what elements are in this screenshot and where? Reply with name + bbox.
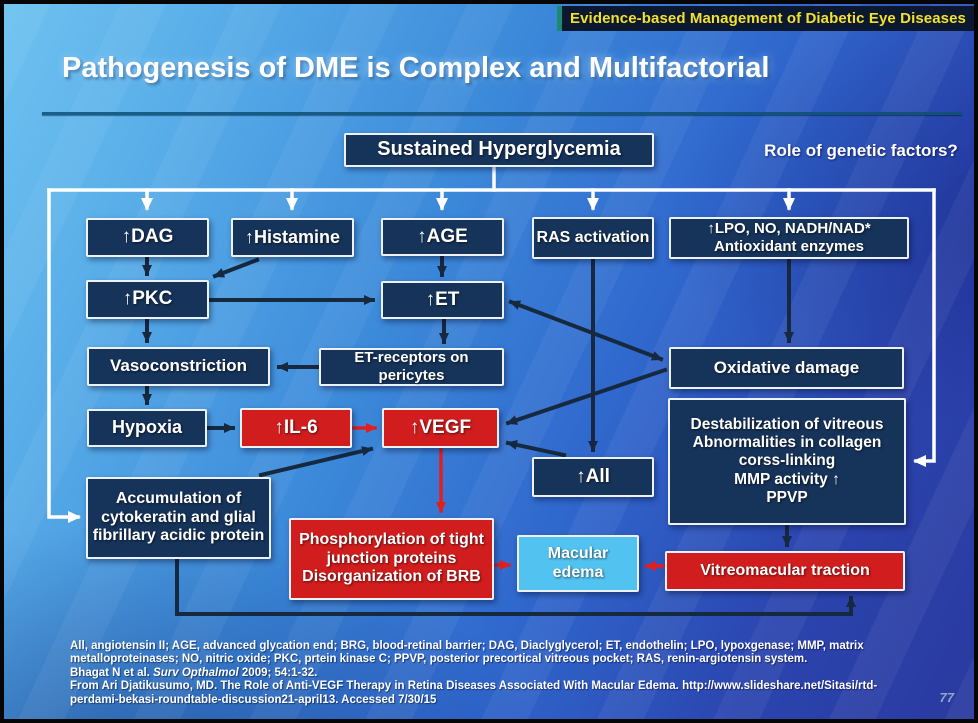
node-pkc: ↑PKC: [86, 280, 209, 319]
node-hypoxia: Hypoxia: [87, 409, 207, 447]
citation-suffix: 2009; 54:1-32.: [238, 666, 318, 679]
citation-prefix: Bhagat N et al.: [70, 666, 154, 679]
node-oxidative-damage: Oxidative damage: [669, 347, 904, 389]
footer-source-line1: From Ari Djatikusumo, MD. The Role of An…: [70, 680, 878, 693]
footer-source-line2: perdami-bekasi-roundtable-discussion21-a…: [70, 693, 437, 706]
node-accumulation: Accumulation of cytokeratin and glial fi…: [86, 477, 271, 559]
title-underline: [42, 112, 962, 115]
page-number: 77: [939, 690, 954, 705]
slide-title: Pathogenesis of DME is Complex and Multi…: [62, 52, 770, 84]
banner-label: Evidence-based Management of Diabetic Ey…: [570, 10, 966, 27]
footer-abbreviations-line1: All, angiotensin II; AGE, advanced glyca…: [70, 640, 864, 652]
citation-journal: Surv Opthalmol: [153, 666, 239, 679]
node-et: ↑ET: [381, 281, 504, 319]
node-angiotensin: ↑All: [532, 457, 654, 497]
node-vasoconstriction: Vasoconstriction: [87, 347, 270, 386]
node-dag: ↑DAG: [86, 218, 209, 257]
node-macular-edema: Macular edema: [517, 535, 639, 592]
node-histamine: ↑Histamine: [231, 218, 354, 257]
node-sustained-hyperglycemia: Sustained Hyperglycemia: [344, 133, 654, 167]
node-vitreomacular-traction: Vitreomacular traction: [665, 551, 905, 591]
footer-abbreviations-line2: metalloproteinases; NO, nitric oxide; PK…: [70, 653, 808, 666]
footer-citation: Bhagat N et al. Surv Opthalmol 2009; 54:…: [70, 667, 950, 680]
node-destabilization: Destabilization of vitreous Abnormalitie…: [668, 398, 906, 525]
header-banner: Evidence-based Management of Diabetic Ey…: [557, 6, 974, 31]
node-vegf: ↑VEGF: [382, 408, 499, 448]
node-et-receptors: ET-receptors on pericytes: [319, 348, 504, 386]
node-lpo-antioxidant: ↑LPO, NO, NADH/NAD* Antioxidant enzymes: [669, 217, 909, 259]
node-age: ↑AGE: [381, 218, 504, 256]
node-ras-activation: RAS activation: [532, 217, 654, 259]
footer: All, angiotensin II; AGE, advanced glyca…: [70, 640, 950, 707]
genetic-factors-label: Role of genetic factors?: [764, 141, 958, 160]
node-il6: ↑IL-6: [240, 408, 352, 448]
node-phosphorylation: Phosphorylation of tight junction protei…: [289, 518, 494, 600]
